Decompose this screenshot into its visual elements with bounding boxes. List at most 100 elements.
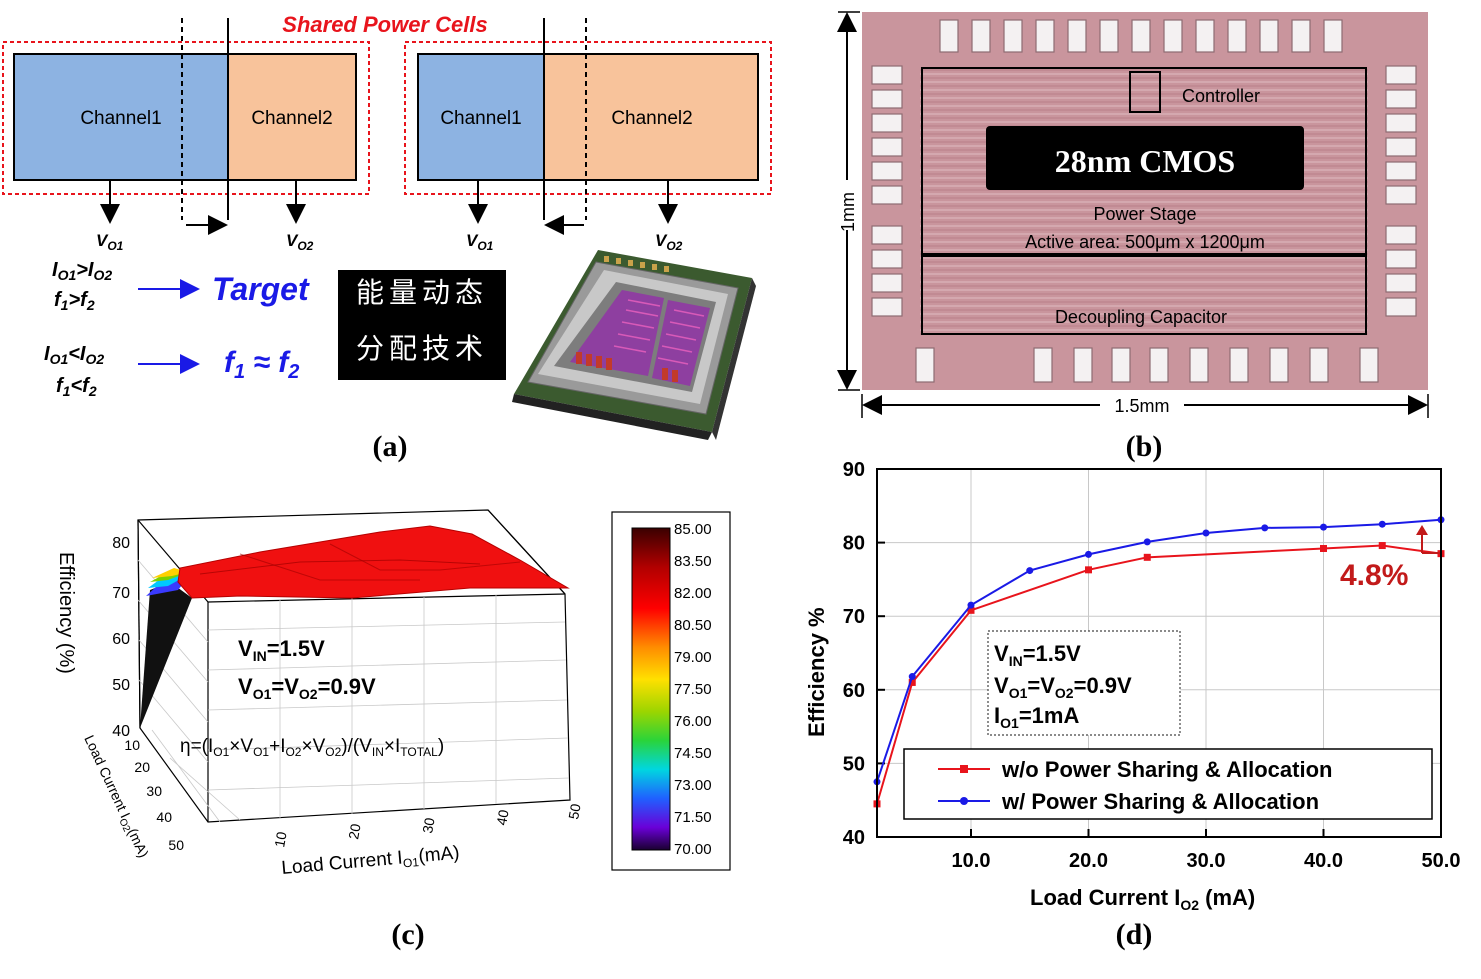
series-point-0 xyxy=(1378,542,1386,550)
right-vo1-label: VO1 xyxy=(466,231,494,253)
colorbar-tick-8: 73.00 xyxy=(674,777,712,794)
series-point-0 xyxy=(908,678,916,686)
colorbar-tick-3: 80.50 xyxy=(674,617,712,634)
decoupling-region xyxy=(921,255,1367,335)
left-vo2-label: VO2 xyxy=(286,231,314,253)
die-core xyxy=(920,68,1368,336)
z-axis-label: Efficiency (%) xyxy=(55,552,77,674)
panel-c-svg: 80 70 60 50 40 Efficiency (%) 10 20 30 4… xyxy=(55,509,731,880)
active-area-label: Active area: 500μm x 1200μm xyxy=(1025,232,1265,252)
panel-b-svg: Controller 28nm CMOS Power Stage Active … xyxy=(837,11,1429,418)
series-point-1 xyxy=(1261,524,1269,532)
vin-annotation: VIN=1.5V xyxy=(238,636,325,664)
series-line-0 xyxy=(876,544,1442,805)
series-point-0 xyxy=(1320,544,1327,552)
left-channel2-block xyxy=(227,53,357,181)
series-point-0 xyxy=(1143,553,1151,561)
legend-box xyxy=(903,748,1433,820)
chart-x-axis-label: Load Current IO2 (mA) xyxy=(1030,885,1255,913)
legend-item-w: w/ Power Sharing & Allocation xyxy=(938,789,1319,814)
caption-b: (b) xyxy=(1125,430,1163,463)
controller-label: Controller xyxy=(1182,86,1260,106)
y-tick-50: 50 xyxy=(168,837,184,853)
right-pads xyxy=(1385,65,1417,317)
colorbar-tick-9: 71.50 xyxy=(674,809,712,826)
height-dim-label: 1mm xyxy=(838,192,858,232)
colorbar-ticks: 85.00 83.50 82.00 80.50 79.00 77.50 76.0… xyxy=(674,521,712,858)
series-point-1 xyxy=(1026,567,1034,575)
chart-vo-label: VO1=VO2=0.9V xyxy=(994,673,1132,701)
colorbar-gradient xyxy=(631,527,671,851)
cpu-chip-illustration xyxy=(512,250,756,440)
shared-power-cells-label: Shared Power Cells xyxy=(282,12,487,37)
left-channel2-label: Channel2 xyxy=(251,108,332,129)
chinese-label-box xyxy=(338,270,506,380)
y-tick-20: 20 xyxy=(134,759,150,775)
left-shared-boundary xyxy=(2,41,370,195)
x-tick-10: 10 xyxy=(271,830,289,848)
chart-vin-label: VIN=1.5V xyxy=(994,641,1081,669)
gap-label: 4.8% xyxy=(1340,559,1408,592)
panel-c: 80 70 60 50 40 Efficiency (%) 10 20 30 4… xyxy=(0,470,780,974)
width-dim-label: 1.5mm xyxy=(1114,396,1169,416)
series-point-1 xyxy=(908,673,916,681)
legend-label-wo: w/o Power Sharing & Allocation xyxy=(1001,757,1332,782)
panel-a-svg: Shared Power Cells Channel1 Channel2 VO1… xyxy=(2,12,772,440)
freq-equal-label: f1 ≈ f2 xyxy=(224,346,299,383)
y-tick-40: 40 xyxy=(156,809,172,825)
caption-a: (a) xyxy=(372,430,408,463)
x-tick-label: 10.0 xyxy=(952,850,991,872)
chart-series xyxy=(873,516,1445,808)
decoupling-label: Decoupling Capacitor xyxy=(1055,307,1227,327)
power-stage-label: Power Stage xyxy=(1093,204,1196,224)
left-vo1-label: VO1 xyxy=(96,231,124,253)
plot-frame xyxy=(876,468,1442,838)
x-axis-label: Load Current IO1(mA) xyxy=(281,842,461,880)
cmos-label: 28nm CMOS xyxy=(1055,143,1235,179)
gap-arrow-up xyxy=(1416,525,1428,535)
y-tick-label: 40 xyxy=(843,827,865,849)
efficiency-formula: η=(IO1×VO1+IO2×VO2)/(VIN×ITOTAL) xyxy=(180,736,444,759)
colorbar-tick-1: 83.50 xyxy=(674,553,712,570)
panel-b: Controller 28nm CMOS Power Stage Active … xyxy=(820,0,1481,470)
left-channel1-block xyxy=(13,53,229,181)
series-point-1 xyxy=(967,601,975,609)
right-channel1-label: Channel1 xyxy=(440,108,521,129)
top-pads xyxy=(939,19,1343,53)
series-point-1 xyxy=(1378,520,1386,528)
left-channel1-label: Channel1 xyxy=(80,108,161,129)
caption-c: (c) xyxy=(391,918,425,951)
condition2-current: IO1<IO2 xyxy=(44,343,104,367)
right-shared-boundary xyxy=(404,41,772,195)
bottom-pads xyxy=(915,347,1379,383)
x-tick-label: 20.0 xyxy=(1069,850,1108,872)
z-tick-40: 40 xyxy=(112,723,130,740)
series-point-1 xyxy=(1202,529,1210,537)
legend-marker-w xyxy=(960,797,968,805)
y-tick-30: 30 xyxy=(146,783,162,799)
x-tick-label: 40.0 xyxy=(1304,850,1343,872)
colorbar-tick-4: 79.00 xyxy=(674,649,712,666)
y-tick-label: 70 xyxy=(843,606,865,628)
chart-io1-label: IO1=1mA xyxy=(994,703,1079,731)
right-vo2-label: VO2 xyxy=(655,231,683,253)
colorbar-tick-10: 70.00 xyxy=(674,841,712,858)
series-point-0 xyxy=(1085,566,1092,574)
condition1-current: IO1>IO2 xyxy=(52,259,112,283)
x-tick-30: 30 xyxy=(419,816,437,834)
z-tick-60: 60 xyxy=(112,631,130,648)
chart-y-axis-label: Efficiency % xyxy=(804,607,829,737)
condition-box xyxy=(987,630,1181,736)
y-tick-label: 80 xyxy=(843,533,865,555)
panel-a: Shared Power Cells Channel1 Channel2 VO1… xyxy=(0,0,780,470)
colorbar-tick-0: 85.00 xyxy=(674,521,712,538)
caption-d: (d) xyxy=(1115,918,1153,951)
legend-item-wo: w/o Power Sharing & Allocation xyxy=(938,757,1332,782)
y-tick-label: 60 xyxy=(843,680,865,702)
z-tick-80: 80 xyxy=(112,535,130,552)
target-label: Target xyxy=(212,271,310,307)
colorbar-tick-5: 77.50 xyxy=(674,681,712,698)
x-tick-50: 50 xyxy=(565,802,583,820)
